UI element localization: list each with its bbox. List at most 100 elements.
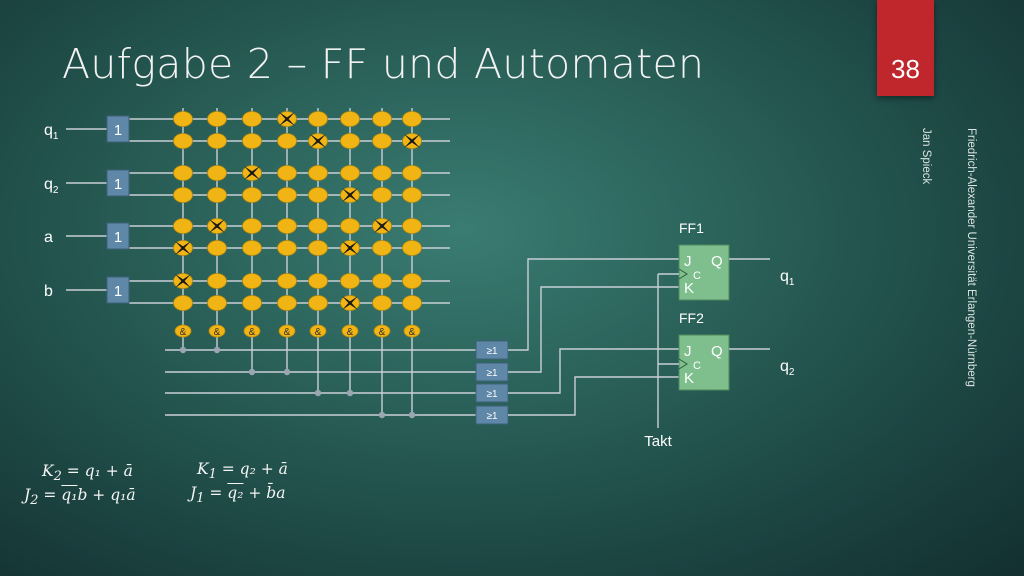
crosspoint-node (402, 273, 422, 289)
clock-triangle-icon (678, 358, 688, 370)
clock-triangle-icon (678, 268, 688, 280)
cross-mark-icon (342, 188, 358, 202)
input-label-3: b (44, 283, 53, 300)
connection-dot (283, 368, 291, 376)
crosspoint-node (402, 240, 422, 256)
crosspoint-node (242, 133, 262, 149)
crosspoint-node (372, 273, 392, 289)
and-gate-label: & (379, 327, 386, 338)
side-caption: Friedrich-Alexander Universität Erlangen… (903, 128, 1008, 387)
crosspoint-node (207, 111, 227, 127)
and-gate-label: & (284, 327, 291, 338)
and-gate (403, 324, 421, 338)
and-gate-label: & (409, 327, 416, 338)
crosspoint-node (277, 273, 297, 289)
crosspoint-node (308, 187, 328, 203)
input-buffer (106, 276, 130, 304)
routing-wire (508, 286, 679, 373)
output-label-subscript: 2 (789, 367, 795, 378)
and-gate (278, 324, 296, 338)
crosspoint-node (277, 133, 297, 149)
crosspoint-node (402, 187, 422, 203)
input-label-subscript: 1 (53, 131, 59, 142)
crosspoint-node (173, 187, 193, 203)
crosspoint-node (308, 111, 328, 127)
crosspoint-node (308, 295, 328, 311)
or-gate-label: ≥1 (486, 346, 497, 357)
and-gate-label: & (347, 327, 354, 338)
connection-dot (179, 346, 187, 354)
flipflop-1 (678, 244, 730, 301)
crosspoint-node (402, 295, 422, 311)
crosspoint-node (207, 240, 227, 256)
pin-c: C (693, 270, 701, 282)
buffer-label: 1 (114, 122, 122, 139)
slide-title: Aufgabe 2 – FF und Automaten (62, 40, 705, 88)
formula-j2: J2 = q₁b + q₁ā (24, 486, 136, 509)
pin-j: J (684, 253, 692, 270)
crosspoint-node (402, 218, 422, 234)
pin-c: C (693, 360, 701, 372)
crosspoint-node (242, 111, 262, 127)
connection-dot (378, 411, 386, 419)
crosspoint-node (242, 218, 262, 234)
crosspoint-node (207, 273, 227, 289)
flipflop-2 (678, 334, 730, 391)
crosspoint-node (173, 218, 193, 234)
input-label-2: a (44, 229, 53, 246)
crosspoint-node (372, 133, 392, 149)
crosspoint-node (277, 240, 297, 256)
connection-dot (248, 368, 256, 376)
cross-mark-icon (244, 166, 260, 180)
or-gate-label: ≥1 (486, 368, 497, 379)
slide-number-badge: 38 (877, 0, 934, 96)
buffer-label: 1 (114, 229, 122, 246)
connection-dot (408, 411, 416, 419)
cross-mark-icon (310, 134, 326, 148)
crosspoint-node (308, 165, 328, 181)
crosspoint-node (207, 295, 227, 311)
and-gate-label: & (180, 327, 187, 338)
pin-j: J (684, 343, 692, 360)
crosspoint-node (242, 273, 262, 289)
cross-mark-icon (342, 241, 358, 255)
flipflop-name: FF1 (679, 220, 704, 236)
input-label-1: q2 (44, 176, 59, 196)
cross-mark-icon (175, 274, 191, 288)
buffer-label: 1 (114, 176, 122, 193)
crosspoint-node (308, 273, 328, 289)
crosspoint-node (173, 111, 193, 127)
and-gate-label: & (214, 327, 221, 338)
and-gate (174, 324, 192, 338)
crosspoint-node (372, 187, 392, 203)
crosspoint-node (277, 295, 297, 311)
flipflop-name: FF2 (679, 310, 704, 326)
formula-j1: J1 = q₂ + b̄a (190, 484, 286, 507)
crosspoint-node (372, 111, 392, 127)
crosspoint-node (207, 187, 227, 203)
crosspoint-node (340, 133, 360, 149)
crosspoint-node (372, 165, 392, 181)
input-label-subscript: 2 (53, 185, 59, 196)
crosspoint-node (402, 165, 422, 181)
output-label-subscript: 1 (789, 277, 795, 288)
crosspoint-node (277, 218, 297, 234)
crosspoint-node (340, 218, 360, 234)
crosspoint-node (173, 165, 193, 181)
routing-wire (508, 258, 679, 351)
crosspoint-node (372, 295, 392, 311)
crosspoint-node (402, 111, 422, 127)
output-label: q2 (780, 358, 795, 378)
and-gate-label: & (315, 327, 322, 338)
routing-wire (508, 376, 679, 416)
or-gate-label: ≥1 (486, 389, 497, 400)
clock-label: Takt (644, 433, 672, 450)
crosspoint-node (173, 295, 193, 311)
output-label: q1 (780, 268, 795, 288)
pin-k: K (684, 280, 694, 297)
crosspoint-node (340, 165, 360, 181)
buffer-label: 1 (114, 283, 122, 300)
crosspoint-node (242, 187, 262, 203)
crosspoint-node (207, 165, 227, 181)
connection-dot (314, 389, 322, 397)
